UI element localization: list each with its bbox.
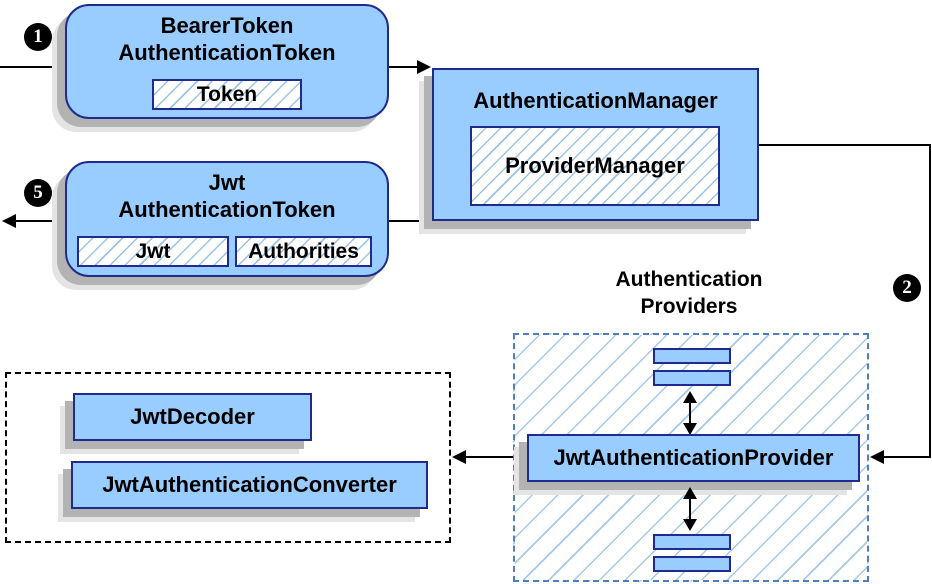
node-jwt-authentication-converter: JwtAuthenticationConverter — [71, 461, 428, 509]
node-jwt-token-title: Jwt AuthenticationToken — [67, 169, 387, 223]
node-jwt-authentication-provider: JwtAuthenticationProvider — [527, 434, 860, 482]
double-arrow-top-up-icon — [683, 391, 697, 403]
node-authentication-manager-title: AuthenticationManager — [473, 88, 718, 113]
provider-manager-chip: ProviderManager — [470, 126, 720, 206]
manager-to-provider-line-top — [759, 144, 931, 146]
double-arrow-bottom-line — [689, 497, 691, 521]
incoming-request-line — [0, 66, 67, 68]
double-arrow-top-line — [689, 401, 691, 425]
node-jwt-decoder: JwtDecoder — [73, 393, 312, 441]
node-bearer-token-title-line1: BearerToken — [160, 13, 294, 38]
provider-placeholder-bar — [653, 556, 731, 572]
manager-to-provider-line-bottom — [884, 456, 931, 458]
bearer-to-manager-line — [389, 66, 419, 68]
node-authentication-manager: AuthenticationManager ProviderManager — [432, 68, 759, 221]
authentication-providers-label: Authentication Providers — [564, 266, 814, 320]
provider-to-decoder-line — [466, 456, 527, 458]
node-jwt-token-title-line2: AuthenticationToken — [118, 197, 336, 222]
node-bearer-token-title-line2: AuthenticationToken — [118, 40, 336, 65]
manager-to-provider-line-vertical — [929, 144, 931, 458]
authentication-providers-region: JwtAuthenticationProvider — [513, 333, 869, 582]
provider-placeholder-bar — [653, 348, 731, 364]
outgoing-arrowhead-icon — [2, 214, 16, 228]
step-2-badge: 2 — [893, 274, 921, 302]
step-1-badge: 1 — [24, 23, 52, 51]
jwt-chip: Jwt — [77, 236, 229, 267]
double-arrow-bottom-down-icon — [683, 519, 697, 531]
provider-placeholder-bar — [653, 534, 731, 550]
step-5-badge: 5 — [24, 179, 52, 207]
manager-to-jwt-token-line — [389, 220, 432, 222]
node-jwt-authentication-token: Jwt AuthenticationToken Jwt Authorities — [65, 161, 389, 277]
provider-placeholder-bar — [653, 370, 731, 386]
outgoing-line — [15, 220, 67, 222]
token-chip: Token — [152, 79, 302, 110]
authentication-providers-label-line2: Providers — [640, 295, 738, 318]
bearer-to-manager-arrowhead-icon — [417, 60, 431, 74]
provider-to-decoder-arrowhead-icon — [452, 450, 466, 464]
double-arrow-bottom-up-icon — [683, 487, 697, 499]
double-arrow-top-down-icon — [683, 423, 697, 435]
node-bearer-token-authentication-token: BearerToken AuthenticationToken Token — [65, 4, 389, 119]
authorities-chip: Authorities — [235, 236, 372, 267]
node-jwt-token-title-line1: Jwt — [208, 170, 246, 195]
manager-to-provider-arrowhead-icon — [870, 450, 884, 464]
authentication-providers-label-line1: Authentication — [615, 268, 763, 291]
node-bearer-token-title: BearerToken AuthenticationToken — [67, 12, 387, 66]
decoder-converter-region: JwtDecoder JwtAuthenticationConverter — [5, 372, 451, 543]
